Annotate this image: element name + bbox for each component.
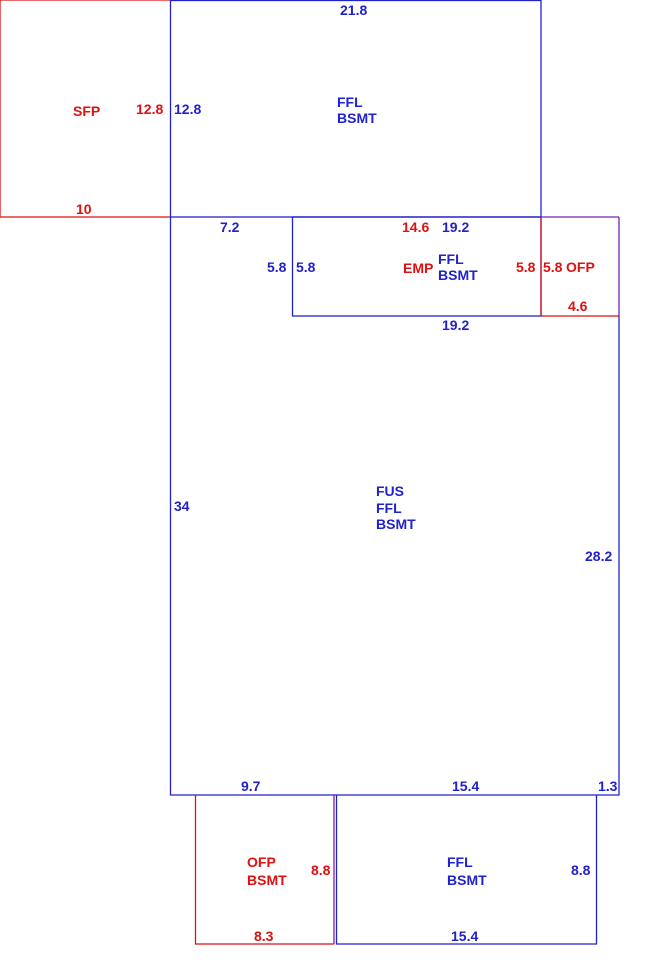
mid-ffl-outer-left-dim: 5.8 [267,259,287,275]
emp-right-dim: 5.8 [516,259,536,275]
ofp-right-bottom-dim: 4.6 [568,298,588,314]
bottom-ffl-line-2: BSMT [447,872,487,888]
mid-ffl-top-dim: 19.2 [442,219,469,235]
top-ffl-left-dim: 12.8 [174,101,201,117]
ofp-bottom-line-1: OFP [247,854,276,870]
bottom-ffl-outline [335,795,598,945]
sfp-width-dim: 10 [76,201,92,217]
outlines [0,0,620,945]
bottom-ffl-right-dim: 8.8 [571,862,591,878]
bottom-ffl-line-1: FFL [447,854,473,870]
mid-ffl-bottom-dim: 19.2 [442,317,469,333]
sfp-height-dim: 12.8 [136,101,163,117]
sfp-outline [0,0,170,218]
main-outline [169,217,620,796]
main-left-dim: 34 [174,498,190,514]
ofp-right-label: OFP [566,259,595,275]
emp-top-dim: 14.6 [402,219,429,235]
mid-ffl-line-2: BSMT [438,267,478,283]
ofp-bottom-outline [194,795,334,945]
top-ffl-line-2: BSMT [337,110,377,126]
bottom-ffl-bottom-dim: 15.4 [451,928,478,944]
top-ffl-bottom-dim: 7.2 [220,219,240,235]
ofp-bottom-line-2: BSMT [247,872,287,888]
main-line-3: BSMT [376,516,416,532]
main-bottom-dim-a: 9.7 [241,778,261,794]
top-ffl-top-dim: 21.8 [340,2,367,18]
mid-ffl-line-1: FFL [438,251,464,267]
emp-label: EMP [403,260,433,276]
mid-ffl-left-dim: 5.8 [296,259,316,275]
main-right-dim: 28.2 [585,548,612,564]
sfp-label: SFP [73,103,100,119]
top-ffl-line-1: FFL [337,94,363,110]
main-line-2: FFL [376,500,402,516]
ofp-bottom-right-dim: 8.8 [311,862,331,878]
ofp-right-left-dim: 5.8 [543,259,563,275]
main-line-1: FUS [376,483,404,499]
ofp-bottom-bottom-dim: 8.3 [254,928,274,944]
main-bottom-dim-b: 15.4 [452,778,479,794]
labels: SFP 12.8 10 21.8 12.8 FFL BSMT 7.2 14.6 … [73,2,618,944]
main-bottom-dim-c: 1.3 [598,778,618,794]
